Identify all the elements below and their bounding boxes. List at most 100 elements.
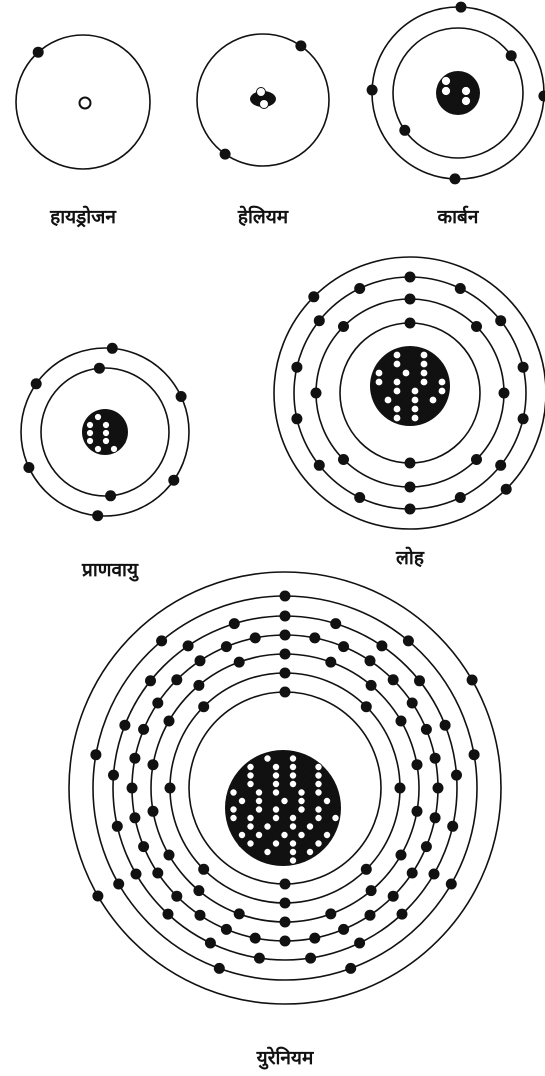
electron	[506, 50, 517, 61]
electron	[405, 272, 416, 283]
electron	[234, 657, 245, 668]
electron	[447, 821, 458, 832]
electron	[538, 91, 545, 102]
neutron	[323, 780, 330, 787]
proton	[111, 446, 118, 453]
electron	[429, 869, 440, 880]
proton	[247, 814, 254, 821]
electron	[168, 475, 179, 486]
neutron	[306, 831, 313, 838]
neutron	[452, 87, 461, 96]
neutron	[255, 848, 262, 855]
electron	[171, 891, 182, 902]
electron	[421, 724, 432, 735]
neutron	[411, 351, 419, 359]
proton	[247, 823, 254, 830]
neutron	[264, 814, 271, 821]
atom-carbon	[367, 2, 545, 185]
proton	[230, 806, 237, 813]
electron	[280, 649, 291, 660]
proton	[298, 831, 305, 838]
neutron	[306, 772, 313, 779]
electron	[280, 917, 291, 928]
neutron	[298, 772, 305, 779]
proton	[95, 446, 102, 453]
neutron	[298, 755, 305, 762]
neutron	[264, 772, 271, 779]
proton	[315, 763, 322, 770]
neutron	[375, 387, 383, 395]
atom-iron	[274, 257, 545, 529]
neutron	[411, 369, 419, 377]
proton	[289, 814, 296, 821]
electron	[165, 783, 176, 794]
neutron	[264, 831, 271, 838]
electron	[295, 40, 306, 51]
proton	[255, 806, 262, 813]
neutron	[289, 831, 296, 838]
proton	[103, 430, 110, 437]
neutron	[111, 438, 118, 445]
electron	[455, 492, 466, 503]
neutron	[429, 378, 437, 386]
electron	[405, 504, 416, 515]
electron	[250, 632, 261, 643]
electron	[33, 47, 44, 58]
electron	[164, 850, 175, 861]
electron	[94, 363, 105, 374]
electron	[361, 864, 372, 875]
proton	[103, 422, 110, 429]
label-helium: हेलियम	[238, 203, 288, 229]
neutron	[420, 414, 428, 422]
electron	[195, 910, 206, 921]
proton	[247, 763, 254, 770]
neutron	[402, 351, 410, 359]
electron	[229, 618, 240, 629]
electron	[367, 85, 378, 96]
electron	[338, 641, 349, 652]
neutron	[281, 840, 288, 847]
proton	[393, 405, 401, 413]
electron	[397, 909, 408, 920]
proton	[238, 831, 245, 838]
electron	[291, 362, 302, 373]
electron	[338, 454, 349, 465]
neutron	[420, 396, 428, 404]
neutron	[264, 806, 271, 813]
neutron	[306, 797, 313, 804]
electron	[183, 640, 194, 651]
neutron	[402, 396, 410, 404]
neutron	[264, 797, 271, 804]
neutron	[315, 831, 322, 838]
proton	[289, 763, 296, 770]
proton	[411, 396, 419, 404]
proton	[272, 772, 279, 779]
proton	[247, 772, 254, 779]
proton	[247, 780, 254, 787]
proton	[306, 823, 313, 830]
neutron	[272, 755, 279, 762]
neutron	[111, 430, 118, 437]
neutron	[462, 77, 471, 86]
neutron	[264, 780, 271, 787]
electron	[451, 770, 462, 781]
electron	[164, 716, 175, 727]
electron	[469, 749, 480, 760]
proton	[442, 87, 451, 96]
neutron	[438, 396, 446, 404]
proton	[103, 438, 110, 445]
electron	[405, 482, 416, 493]
proton	[298, 797, 305, 804]
neutron	[298, 763, 305, 770]
electron	[366, 885, 377, 896]
neutron	[238, 806, 245, 813]
electron	[280, 630, 291, 641]
electron	[148, 806, 159, 817]
electron	[376, 640, 387, 651]
neutron	[306, 789, 313, 796]
neutron	[306, 814, 313, 821]
label-iron: लोह	[396, 544, 424, 570]
label-hydrogen: हायड्रोजन	[50, 203, 116, 229]
neutron	[402, 360, 410, 368]
